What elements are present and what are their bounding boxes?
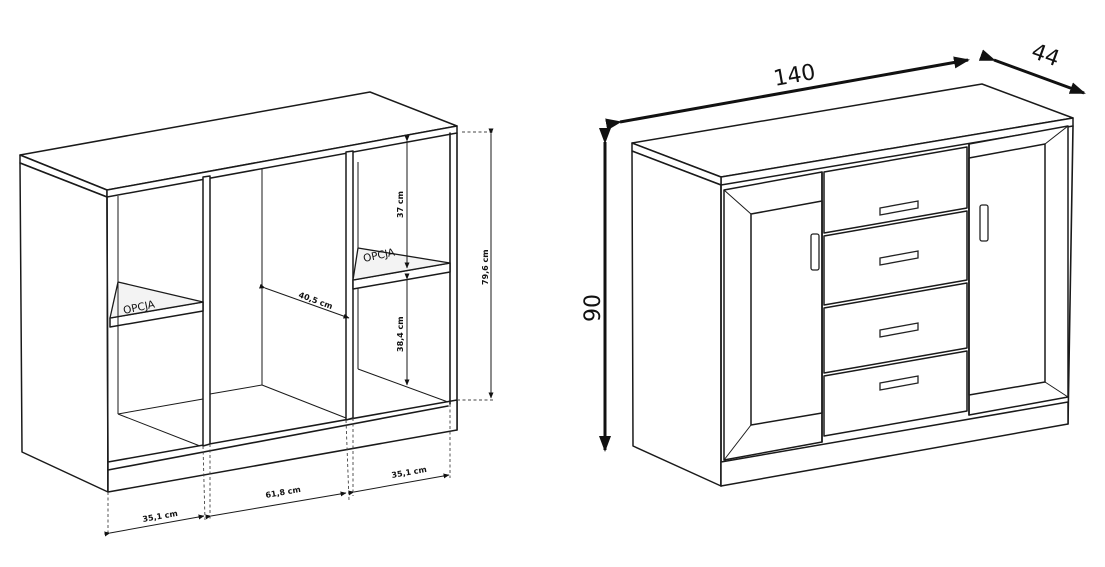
cabinet-plinth (107, 399, 458, 493)
dim-bottom-compartment: 38,4 cm (396, 316, 405, 352)
dim-top-compartment: 37 cm (396, 191, 405, 218)
drawer-4-handle (879, 375, 919, 391)
drawer-4 (823, 350, 968, 437)
dim-total-height: 79,6 cm (481, 249, 490, 285)
partition-left (202, 175, 211, 447)
partition-right (345, 150, 354, 421)
open-cabinet-drawing: 37 cm 38,4 cm 40,5 cm 79,6 cm 35,1 cm 61… (19, 91, 494, 537)
cabinet-left-side (19, 162, 109, 493)
drawer-2-handle (879, 250, 919, 266)
dim-middle-depth: 40,5 cm (297, 290, 334, 311)
drawer-1-handle (879, 200, 919, 216)
sideboard-plinth (720, 401, 1069, 487)
left-shelf-top (109, 281, 204, 319)
closed-sideboard-drawing: 140 44 90 (581, 39, 1086, 487)
right-door-panel (968, 143, 1046, 396)
dim-depth: 44 (1028, 39, 1063, 72)
sideboard-left-side (631, 150, 722, 487)
dim-right-width: 35,1 cm (391, 465, 428, 480)
right-door-handle (979, 204, 989, 242)
drawer-3-handle (879, 322, 919, 338)
right-shelf-top (352, 247, 451, 281)
dim-height: 90 (581, 294, 606, 322)
drawer-1 (823, 146, 968, 234)
left-door-handle (810, 233, 820, 271)
dim-middle-width: 61,8 cm (265, 485, 302, 500)
